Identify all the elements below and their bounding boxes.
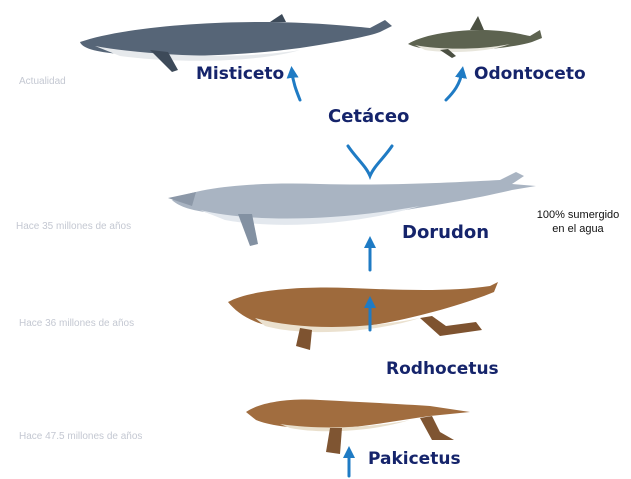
- submerged-note-line2: en el agua: [526, 222, 630, 236]
- arrow-to-misticeto: [292, 72, 300, 100]
- rodhocetus-illustration: [228, 282, 498, 350]
- label-rodhocetus: Rodhocetus: [386, 359, 499, 379]
- odontoceto-dolphin-illustration: [408, 16, 542, 58]
- label-cetaceo: Cetáceo: [328, 106, 409, 127]
- cetaceo-branch: [348, 146, 392, 176]
- label-dorudon: Dorudon: [402, 222, 489, 243]
- era-label-dorudon: Hace 35 millones de años: [16, 221, 131, 232]
- submerged-note-line1: 100% sumergido: [526, 208, 630, 222]
- label-pakicetus: Pakicetus: [368, 449, 461, 469]
- label-misticeto: Misticeto: [196, 64, 284, 84]
- arrow-to-odontoceto: [446, 72, 462, 100]
- era-label-pakicetus: Hace 47.5 millones de años: [19, 431, 142, 442]
- submerged-note: 100% sumergido en el agua: [526, 208, 630, 236]
- pakicetus-illustration: [246, 400, 470, 455]
- era-label-rodhocetus: Hace 36 millones de años: [19, 318, 134, 329]
- label-odontoceto: Odontoceto: [474, 64, 586, 84]
- era-label-present: Actualidad: [19, 76, 66, 87]
